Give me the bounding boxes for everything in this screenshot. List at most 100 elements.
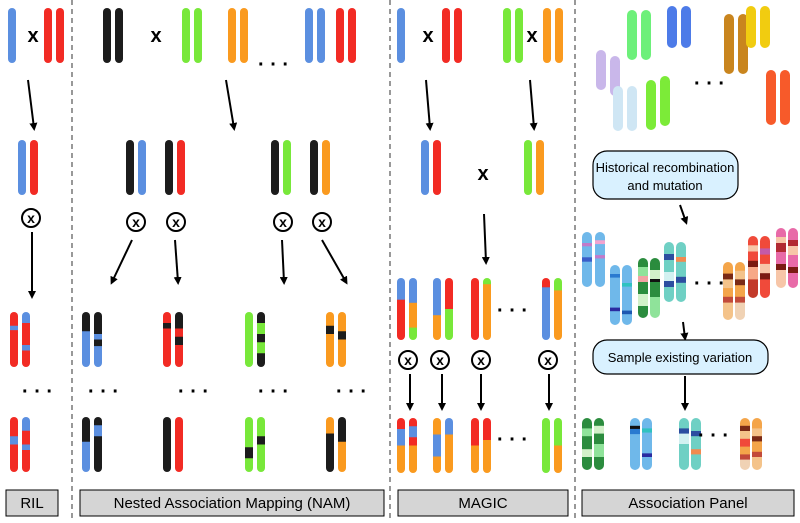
chromosome-segment bbox=[582, 261, 592, 287]
chromosome-segment bbox=[776, 270, 786, 288]
chromosome-segment bbox=[326, 417, 334, 434]
chromosome-icon bbox=[622, 265, 632, 325]
callout-line-2: and mutation bbox=[627, 178, 702, 193]
chromosome-icon bbox=[788, 228, 798, 288]
chromosome-segment bbox=[22, 345, 30, 351]
chromosome-icon bbox=[56, 8, 64, 63]
chromosome-segment bbox=[515, 8, 523, 63]
chromosome-segment bbox=[788, 240, 798, 247]
chromosome-icon bbox=[740, 418, 750, 470]
chromosome-icon bbox=[646, 80, 656, 130]
chromosome-segment bbox=[555, 8, 563, 63]
chromosome-segment bbox=[740, 459, 750, 470]
chromosome-segment bbox=[115, 8, 123, 63]
chromosome-icon bbox=[738, 14, 748, 74]
callout-text: Sample existing variation bbox=[608, 350, 753, 365]
chromosome-segment bbox=[642, 453, 652, 458]
chromosome-segment bbox=[780, 70, 790, 125]
chromosome-segment bbox=[595, 258, 605, 287]
chromosome-segment bbox=[610, 265, 620, 275]
chromosome-segment bbox=[397, 445, 405, 473]
chromosome-icon bbox=[676, 242, 686, 302]
chromosome-segment bbox=[409, 418, 417, 427]
chromosome-icon bbox=[724, 14, 734, 74]
chromosome-segment bbox=[594, 457, 604, 470]
chromosome-segment bbox=[397, 8, 405, 63]
chromosome-icon bbox=[760, 236, 770, 298]
chromosome-segment bbox=[175, 328, 183, 338]
chromosome-segment bbox=[22, 450, 30, 472]
chromosome-icon bbox=[595, 232, 605, 287]
chromosome-segment bbox=[776, 264, 786, 271]
chromosome-segment bbox=[681, 6, 691, 48]
label-ril: RIL bbox=[20, 495, 43, 512]
chromosome-icon bbox=[10, 417, 18, 472]
chromosome-segment bbox=[175, 336, 183, 346]
chromosome-segment bbox=[650, 270, 660, 280]
chromosome-icon bbox=[336, 8, 344, 63]
ellipsis-icon: · · · bbox=[88, 381, 119, 403]
self-fertilization-icon: x bbox=[471, 350, 491, 370]
chromosome-icon bbox=[283, 140, 291, 195]
chromosome-icon bbox=[594, 418, 604, 470]
chromosome-segment bbox=[746, 6, 756, 48]
chromosome-icon bbox=[240, 8, 248, 63]
chromosome-segment bbox=[175, 312, 183, 329]
chromosome-segment bbox=[646, 80, 656, 130]
chromosome-segment bbox=[723, 296, 733, 304]
arrow-icon bbox=[279, 239, 288, 285]
chromosome-icon bbox=[748, 236, 758, 298]
chromosome-icon bbox=[445, 278, 453, 340]
cross-icon: x bbox=[150, 25, 161, 47]
chromosome-segment bbox=[650, 279, 660, 283]
ellipsis-marks: · · · · · · · · · · · · · · · · · · · · … bbox=[22, 54, 729, 451]
chromosome-segment bbox=[723, 273, 733, 280]
self-fertilization-icon: x bbox=[21, 208, 41, 228]
chromosome-segment bbox=[664, 242, 674, 255]
chromosome-icon bbox=[735, 262, 745, 320]
chromosome-icon bbox=[305, 8, 313, 63]
chromosome-segment bbox=[542, 418, 550, 473]
cross-icon: x bbox=[477, 163, 488, 185]
label-association: Association Panel bbox=[628, 495, 747, 512]
chromosome-segment bbox=[748, 260, 758, 268]
chromosome-segment bbox=[10, 444, 18, 472]
chromosome-icon bbox=[536, 140, 544, 195]
label-nam: Nested Association Mapping (NAM) bbox=[114, 495, 351, 512]
chromosome-icon bbox=[445, 418, 453, 473]
chromosome-segment bbox=[542, 278, 550, 288]
chromosome-segment bbox=[245, 417, 253, 448]
chromosome-segment bbox=[748, 267, 758, 280]
chromosome-segment bbox=[594, 444, 604, 458]
chromosome-segment bbox=[752, 457, 762, 470]
ellipsis-icon: · · · bbox=[497, 300, 528, 322]
chromosome-segment bbox=[163, 417, 171, 472]
chromosome-icon bbox=[471, 418, 479, 473]
chromosome-segment bbox=[667, 6, 677, 48]
chromosome-icon bbox=[596, 50, 606, 90]
chromosome-segment bbox=[582, 246, 592, 258]
chromosome-segment bbox=[735, 302, 745, 320]
chromosome-segment bbox=[638, 267, 648, 277]
chromosome-segment bbox=[630, 428, 640, 435]
chromosome-icon bbox=[228, 8, 236, 63]
chromosome-segment bbox=[676, 242, 686, 258]
chromosome-segment bbox=[622, 314, 632, 325]
chromosome-segment bbox=[257, 353, 265, 367]
chromosome-segment bbox=[610, 56, 620, 96]
chromosome-segment bbox=[664, 287, 674, 302]
ellipsis-icon: · · · bbox=[178, 381, 209, 403]
chromosome-icon bbox=[421, 140, 429, 195]
chromosome-segment bbox=[582, 428, 592, 437]
chromosome-segment bbox=[766, 70, 776, 125]
chromosome-icon bbox=[433, 140, 441, 195]
chromosome-icon bbox=[338, 312, 346, 367]
chromosome-icon bbox=[776, 228, 786, 288]
chromosome-segment bbox=[322, 140, 330, 195]
label-box-magic bbox=[397, 489, 569, 517]
chromosome-icon bbox=[103, 8, 111, 63]
label-box-ril bbox=[5, 489, 59, 517]
callout-historical-recombination: Historical recombination and mutation bbox=[592, 150, 739, 200]
callout-sample-variation: Sample existing variation bbox=[592, 339, 769, 375]
chromosome-icon bbox=[442, 8, 450, 63]
